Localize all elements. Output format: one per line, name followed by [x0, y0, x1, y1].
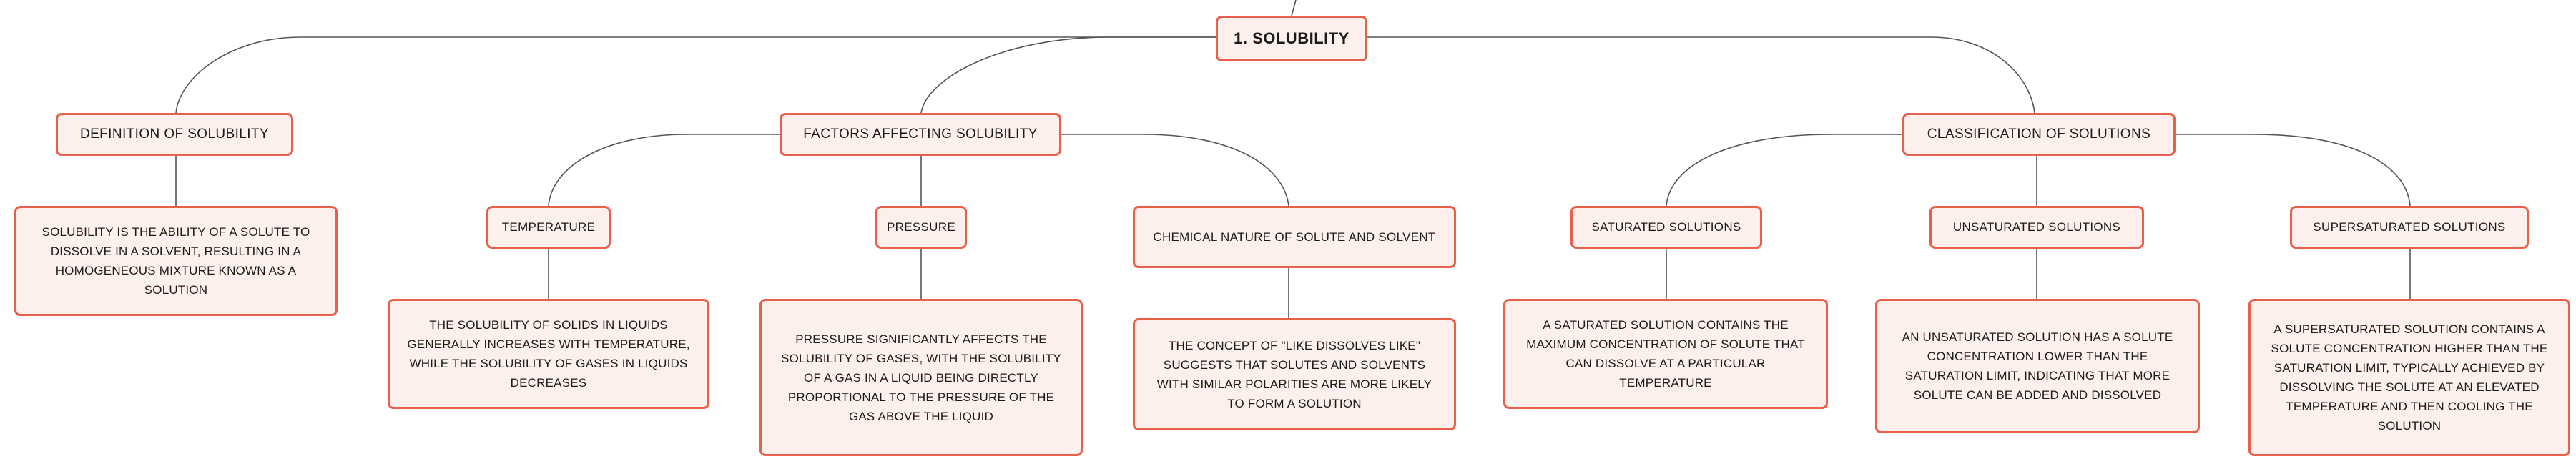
- description-saturated-solutions[interactable]: A SATURATED SOLUTION CONTAINS THE MAXIMU…: [1503, 299, 1828, 409]
- subtopic-pressure[interactable]: PRESSURE: [875, 206, 967, 249]
- subtopic-supersaturated-solutions[interactable]: SUPERSATURATED SOLUTIONS: [2290, 206, 2529, 249]
- connector-classification-supersaturated: [2171, 134, 2411, 207]
- subtopic-chemical-nature[interactable]: CHEMICAL NATURE OF SOLUTE AND SOLVENT: [1133, 206, 1456, 268]
- connector-root-factors: [920, 36, 1216, 114]
- description-supersaturated-solutions[interactable]: A SUPERSATURATED SOLUTION CONTAINS A SOL…: [2248, 299, 2570, 456]
- subtopic-temperature[interactable]: TEMPERATURE: [486, 206, 611, 249]
- description-pressure[interactable]: PRESSURE SIGNIFICANTLY AFFECTS THE SOLUB…: [759, 299, 1083, 456]
- topic-classification-of-solutions[interactable]: CLASSIFICATION OF SOLUTIONS: [1902, 113, 2176, 156]
- connector-factors-chemical: [1061, 134, 1289, 207]
- description-temperature[interactable]: THE SOLUBILITY OF SOLIDS IN LIQUIDS GENE…: [388, 299, 709, 409]
- connector-root-classification: [1367, 36, 2035, 114]
- subtopic-unsaturated-solutions[interactable]: UNSATURATED SOLUTIONS: [1929, 206, 2144, 249]
- description-definition-of-solubility[interactable]: SOLUBILITY IS THE ABILITY OF A SOLUTE TO…: [14, 206, 338, 316]
- topic-definition-of-solubility[interactable]: DEFINITION OF SOLUBILITY: [56, 113, 293, 156]
- description-unsaturated-solutions[interactable]: AN UNSATURATED SOLUTION HAS A SOLUTE CON…: [1875, 299, 2200, 433]
- subtopic-saturated-solutions[interactable]: SATURATED SOLUTIONS: [1570, 206, 1762, 249]
- description-chemical-nature[interactable]: THE CONCEPT OF "LIKE DISSOLVES LIKE" SUG…: [1133, 318, 1456, 430]
- connector-root-definition: [175, 36, 1216, 114]
- connector-root-incoming: [1291, 0, 1297, 16]
- root-node[interactable]: 1. SOLUBILITY: [1216, 16, 1367, 61]
- connector-classification-saturated: [1666, 134, 1902, 207]
- connector-factors-temperature: [548, 134, 780, 207]
- topic-factors-affecting-solubility[interactable]: FACTORS AFFECTING SOLUBILITY: [780, 113, 1061, 156]
